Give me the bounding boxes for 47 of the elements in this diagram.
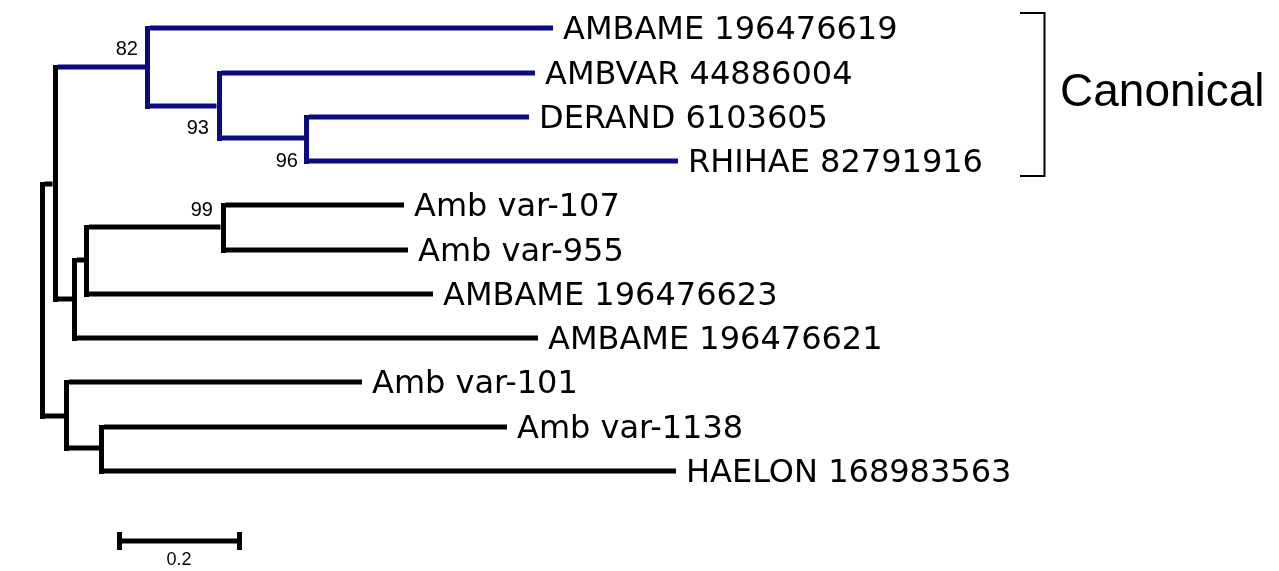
branch-line <box>104 468 676 474</box>
branch-node <box>304 114 309 164</box>
branch-line <box>69 445 99 451</box>
branch-line <box>89 291 433 297</box>
taxon-label: AMBAME 196476623 <box>433 276 778 312</box>
bootstrap-value: 82 <box>115 38 138 58</box>
branch-line <box>89 224 221 230</box>
branch-line <box>77 335 538 341</box>
branch-node <box>99 424 104 474</box>
branch-node <box>52 64 58 302</box>
branch-line <box>77 257 84 263</box>
branch-line <box>150 103 217 109</box>
taxon-label: Amb var-107 <box>404 187 620 223</box>
branch-line <box>44 413 64 419</box>
branch-node <box>220 202 226 253</box>
taxon-label: AMBAME 196476621 <box>538 320 883 356</box>
branch-line <box>309 114 529 120</box>
branch-line <box>57 64 145 70</box>
branch-line <box>57 296 72 302</box>
taxon-label: AMBAME 196476619 <box>553 10 898 46</box>
branch-line <box>44 181 53 187</box>
branch-line <box>69 379 362 385</box>
branch-node <box>84 224 89 297</box>
branch-line <box>225 247 408 253</box>
taxon-label: Amb var-1138 <box>507 409 744 445</box>
taxon-label: DERAND 6103605 <box>529 99 828 135</box>
bootstrap-value: 99 <box>190 199 213 219</box>
taxon-label: RHIHAE 82791916 <box>678 143 983 179</box>
taxon-label: Amb var-955 <box>408 232 624 268</box>
branch-line <box>104 424 507 430</box>
taxon-label: HAELON 168983563 <box>676 453 1012 489</box>
branch-line <box>225 202 404 208</box>
branch-line <box>221 70 535 76</box>
bootstrap-value: 96 <box>275 150 298 170</box>
scale-label: 0.2 <box>166 550 192 568</box>
branch-node <box>145 25 150 109</box>
taxon-label: AMBVAR 44886004 <box>535 55 853 91</box>
clade-label: Canonical <box>1060 67 1265 113</box>
branch-node <box>39 181 45 419</box>
branch-node <box>64 379 69 451</box>
bootstrap-value: 93 <box>186 117 209 137</box>
branch-line <box>309 158 678 164</box>
branch-node <box>216 70 222 141</box>
taxon-label: Amb var-101 <box>362 364 578 400</box>
branch-line <box>221 135 304 141</box>
branch-node <box>72 257 77 341</box>
branch-line <box>150 25 553 31</box>
